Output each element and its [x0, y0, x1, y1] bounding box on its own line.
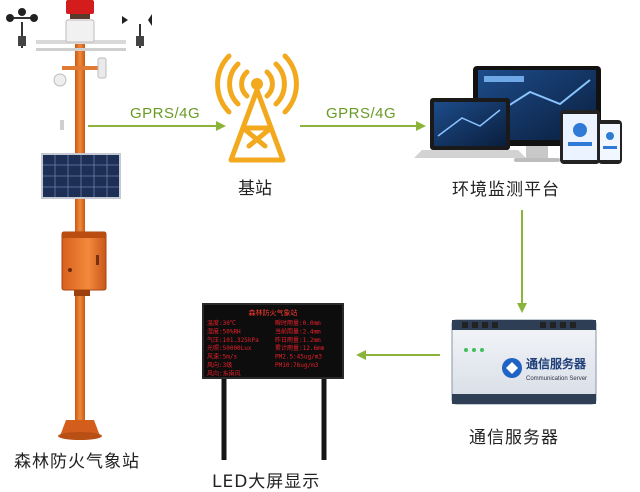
arrow-base-to-platform [300, 121, 426, 131]
arrow-platform-to-server [517, 210, 527, 313]
led-cell: 风向:东南风 [207, 369, 241, 377]
station-label: 森林防火气象站 [14, 452, 140, 472]
anemometer-icon [6, 8, 38, 48]
led-cell: 累计雨量:12.6mm [275, 344, 325, 352]
led-label: LED大屏显示 [212, 472, 321, 492]
server-subtitle: Communication Server [526, 376, 587, 382]
server-label: 通信服务器 [469, 428, 559, 448]
led-display-board: 森林防火气象站 温度:30℃ 瞬时雨量:0.0mm 湿度:50%RH 当前雨量:2.4… [202, 303, 344, 460]
arrow-server-to-led [356, 350, 440, 360]
led-cell: 气压:101.325kPa [207, 336, 259, 344]
led-cell: 当前雨量:2.4mm [275, 327, 321, 335]
led-cell: 昨日雨量:1.2mm [275, 336, 321, 344]
warning-light-icon [66, 0, 94, 14]
led-cell: 风速:5m/s [207, 354, 237, 361]
station-pole [75, 28, 85, 428]
led-cell: 光照:50000Lux [207, 344, 252, 352]
led-cell: 温度:30℃ [207, 319, 236, 327]
base-station-icon [215, 53, 299, 163]
solar-panel [41, 153, 121, 199]
led-cell: 瞬时雨量:0.0mm [275, 319, 321, 327]
weather-station [6, 0, 152, 440]
link-label-gprs-right: GPRS/4G [326, 105, 397, 122]
led-cell: PM10:76ug/m3 [275, 362, 319, 369]
base-station-label: 基站 [238, 179, 272, 199]
link-label-gprs-left: GPRS/4G [130, 105, 201, 122]
communication-server-device: 通信服务器 Communication Server [451, 319, 597, 405]
wind-vane-icon [122, 14, 152, 48]
led-cell: 风向:3级 [207, 361, 232, 369]
led-data-rows: 温度:30℃ 瞬时雨量:0.0mm 湿度:50%RH 当前雨量:2.4mm 气压:101… [207, 319, 325, 377]
arrow-station-to-base [88, 121, 226, 131]
led-title: 森林防火气象站 [249, 308, 298, 317]
server-brand: 通信服务器 [526, 356, 587, 371]
diagram-canvas: 通信服务器 Communication Server 森林防火气象站 温度:30… [6, 0, 622, 460]
platform-label: 环境监测平台 [452, 180, 560, 200]
control-box [61, 231, 107, 296]
monitoring-platform-devices [414, 66, 622, 164]
led-cell: PM2.5:45ug/m3 [275, 354, 322, 361]
signal-waves-icon [215, 53, 299, 115]
flow-arrows [88, 121, 527, 360]
led-cell: 湿度:50%RH [207, 327, 241, 335]
station-base [60, 420, 100, 436]
